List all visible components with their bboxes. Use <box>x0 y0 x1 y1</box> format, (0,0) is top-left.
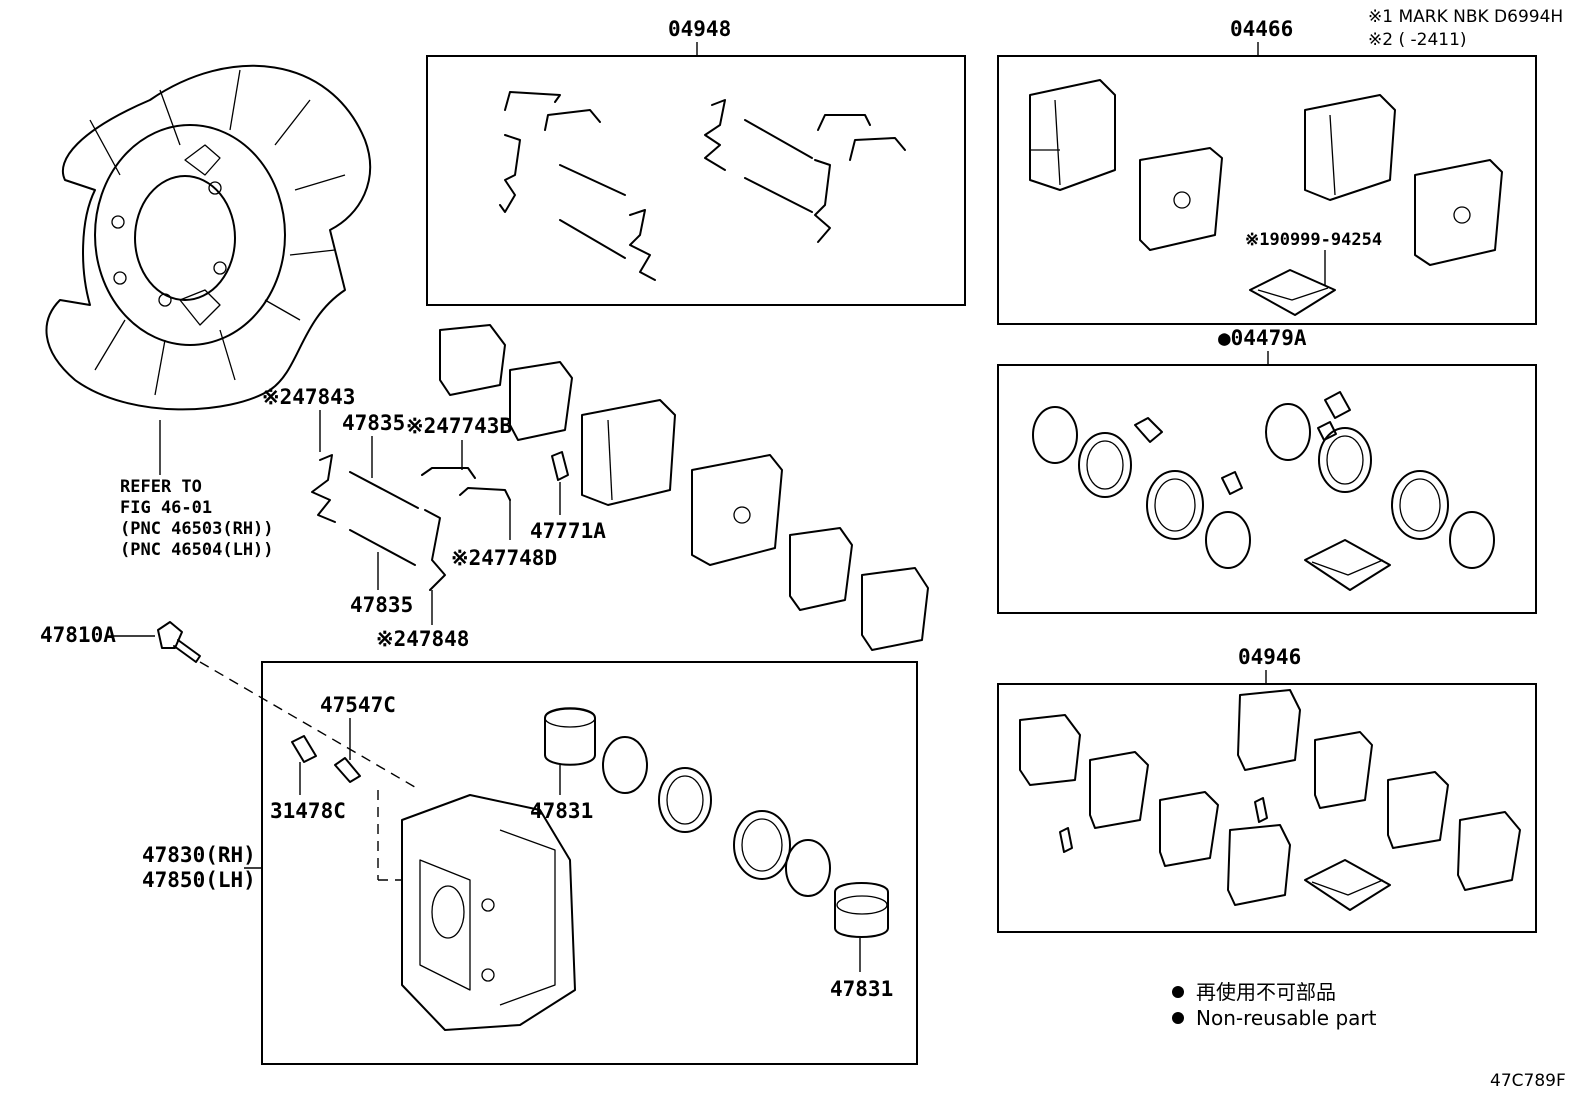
piston-lower-label: 47831 <box>830 977 893 1001</box>
kit-04479a-label: ●04479A <box>1218 326 1307 350</box>
spring-47748d-label: ※247748D <box>451 546 557 570</box>
bleeder-cap-illustration <box>291 735 361 783</box>
clip-47848-label: ※247848 <box>376 627 469 651</box>
pin-47835-top-label: 47835 <box>342 411 405 435</box>
caliper-lh-label: 47850(LH) <box>142 868 256 892</box>
caliper-rh-label: 47830(RH) <box>142 843 256 867</box>
kit-04466-box <box>997 55 1537 325</box>
figure-code: 47C789F <box>1490 1071 1566 1091</box>
piston-seal-illustration <box>544 707 889 938</box>
legend-en-text: Non-reusable part <box>1196 1006 1377 1030</box>
kit-04946-label: 04946 <box>1238 645 1301 669</box>
bolt-illustration <box>157 621 201 663</box>
spring-47743b-label: ※247743B <box>406 414 512 438</box>
kit-04948-illustration <box>499 91 906 281</box>
caliper-illustration <box>401 794 576 1031</box>
kit-04479a-illustration <box>1032 391 1495 591</box>
kit-04948-label: 04948 <box>668 17 731 41</box>
refer-fig-label: FIG 46-01 <box>120 498 212 518</box>
refer-pnc-rh-label: (PNC 46503(RH)) <box>120 519 274 539</box>
caliper-box <box>261 661 918 1065</box>
refer-pnc-lh-label: (PNC 46504(LH)) <box>120 540 274 560</box>
kit-04466-illustration <box>1029 79 1503 316</box>
sensor-47771a-label: 47771A <box>530 519 606 543</box>
cap-31478c-label: 31478C <box>270 799 346 823</box>
note-mark-2: ※2 ( -2411) <box>1368 30 1467 50</box>
legend-jp-text: 再使用不可部品 <box>1196 980 1336 1004</box>
pads-shims-illustration <box>439 324 929 651</box>
legend-dot-icon <box>1172 986 1184 998</box>
pin-47835-bottom-label: 47835 <box>350 593 413 617</box>
kit-04948-box <box>426 55 966 306</box>
springs-pins-illustration <box>311 454 511 591</box>
bolt-47810a-label: 47810A <box>40 623 116 647</box>
shim-kit-label: ※190999-94254 <box>1245 230 1382 250</box>
kit-04466-label: 04466 <box>1230 17 1293 41</box>
plug-47547c-label: 47547C <box>320 693 396 717</box>
refer-to-label: REFER TO <box>120 477 202 497</box>
kit-04946-illustration <box>1019 689 1521 911</box>
legend-dot-icon <box>1172 1012 1184 1024</box>
piston-upper-label: 47831 <box>530 799 593 823</box>
spring-47843-label: ※247843 <box>262 385 355 409</box>
kit-04479a-box <box>997 364 1537 614</box>
note-mark-1: ※1 MARK NBK D6994H <box>1368 7 1563 27</box>
dust-cover-illustration <box>45 64 371 411</box>
kit-04946-box <box>997 683 1537 933</box>
